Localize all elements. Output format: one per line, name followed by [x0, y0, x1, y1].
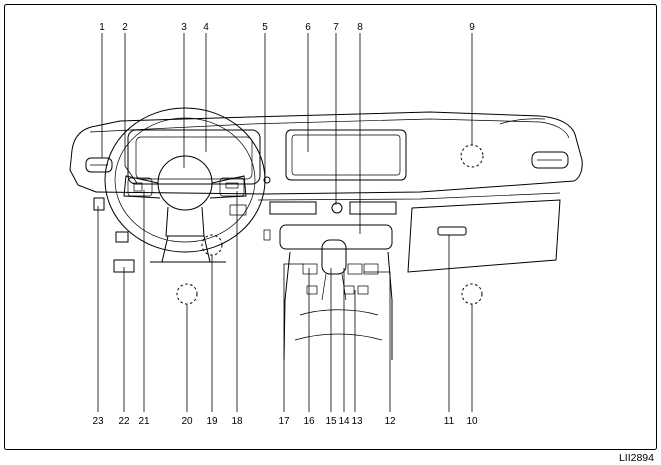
callout-11: 11	[444, 416, 455, 427]
glove-box-handle	[437, 226, 467, 236]
callout-23: 23	[92, 416, 104, 427]
steering-column	[150, 235, 226, 263]
left-vent	[85, 157, 113, 173]
dash-left-end	[69, 149, 97, 193]
steering-wheel	[104, 107, 266, 253]
callout-21: 21	[138, 416, 150, 427]
hidden-item-9-marker	[460, 144, 484, 168]
callout-10: 10	[466, 416, 478, 427]
callout-3: 3	[181, 22, 187, 33]
wheel-switch-left	[127, 177, 153, 197]
callout-9: 9	[469, 22, 475, 33]
callout-19: 19	[206, 416, 218, 427]
callout-12: 12	[384, 416, 396, 427]
leader-lines	[97, 33, 473, 412]
center-knob	[331, 202, 343, 214]
hidden-item-20-marker	[176, 283, 198, 305]
console-switch-mid	[347, 263, 363, 275]
callouts-top: 1 2 3 4 5 6 7 8 9	[99, 22, 475, 33]
callout-20: 20	[181, 416, 193, 427]
callout-5: 5	[262, 22, 268, 33]
callouts-bottom: 23 22 21 20 19 18 17 16 15 14 13 12 11 1…	[92, 416, 478, 427]
figure-frame	[4, 4, 657, 450]
console-switch-left	[302, 263, 318, 275]
callout-15: 15	[325, 416, 337, 427]
instrument-cluster	[127, 129, 261, 185]
right-vent	[531, 151, 569, 169]
glove-box	[407, 199, 561, 273]
center-display	[285, 129, 407, 181]
wheel-switch-right	[219, 177, 245, 197]
center-vents	[269, 201, 397, 215]
callout-13: 13	[351, 416, 363, 427]
callout-7: 7	[333, 22, 339, 33]
hidden-item-19-marker	[201, 234, 223, 256]
hidden-item-10-marker	[461, 283, 483, 305]
dash-right-hood	[499, 118, 546, 125]
console-switch-right	[363, 263, 379, 275]
callout-18: 18	[231, 416, 243, 427]
callout-6: 6	[305, 22, 311, 33]
dash-bottom-line	[95, 180, 575, 195]
callout-4: 4	[203, 22, 209, 33]
dash-top-inner	[89, 118, 570, 139]
center-console	[283, 251, 393, 361]
figure-code: LII2894	[619, 452, 654, 464]
callout-8: 8	[357, 22, 363, 33]
callout-17: 17	[278, 416, 290, 427]
callout-2: 2	[122, 22, 128, 33]
callout-1: 1	[99, 22, 105, 33]
callout-16: 16	[303, 416, 315, 427]
callout-14: 14	[338, 416, 350, 427]
dashboard-artwork	[69, 107, 583, 361]
left-switch-lower	[115, 231, 129, 243]
left-switch-upper	[93, 197, 105, 211]
climate-panel	[279, 224, 393, 250]
dash-lower-edge	[257, 192, 561, 201]
dash-top-outline	[71, 111, 583, 182]
callout-22: 22	[118, 416, 130, 427]
shift-lever	[321, 239, 347, 275]
steering-hub	[157, 155, 213, 211]
